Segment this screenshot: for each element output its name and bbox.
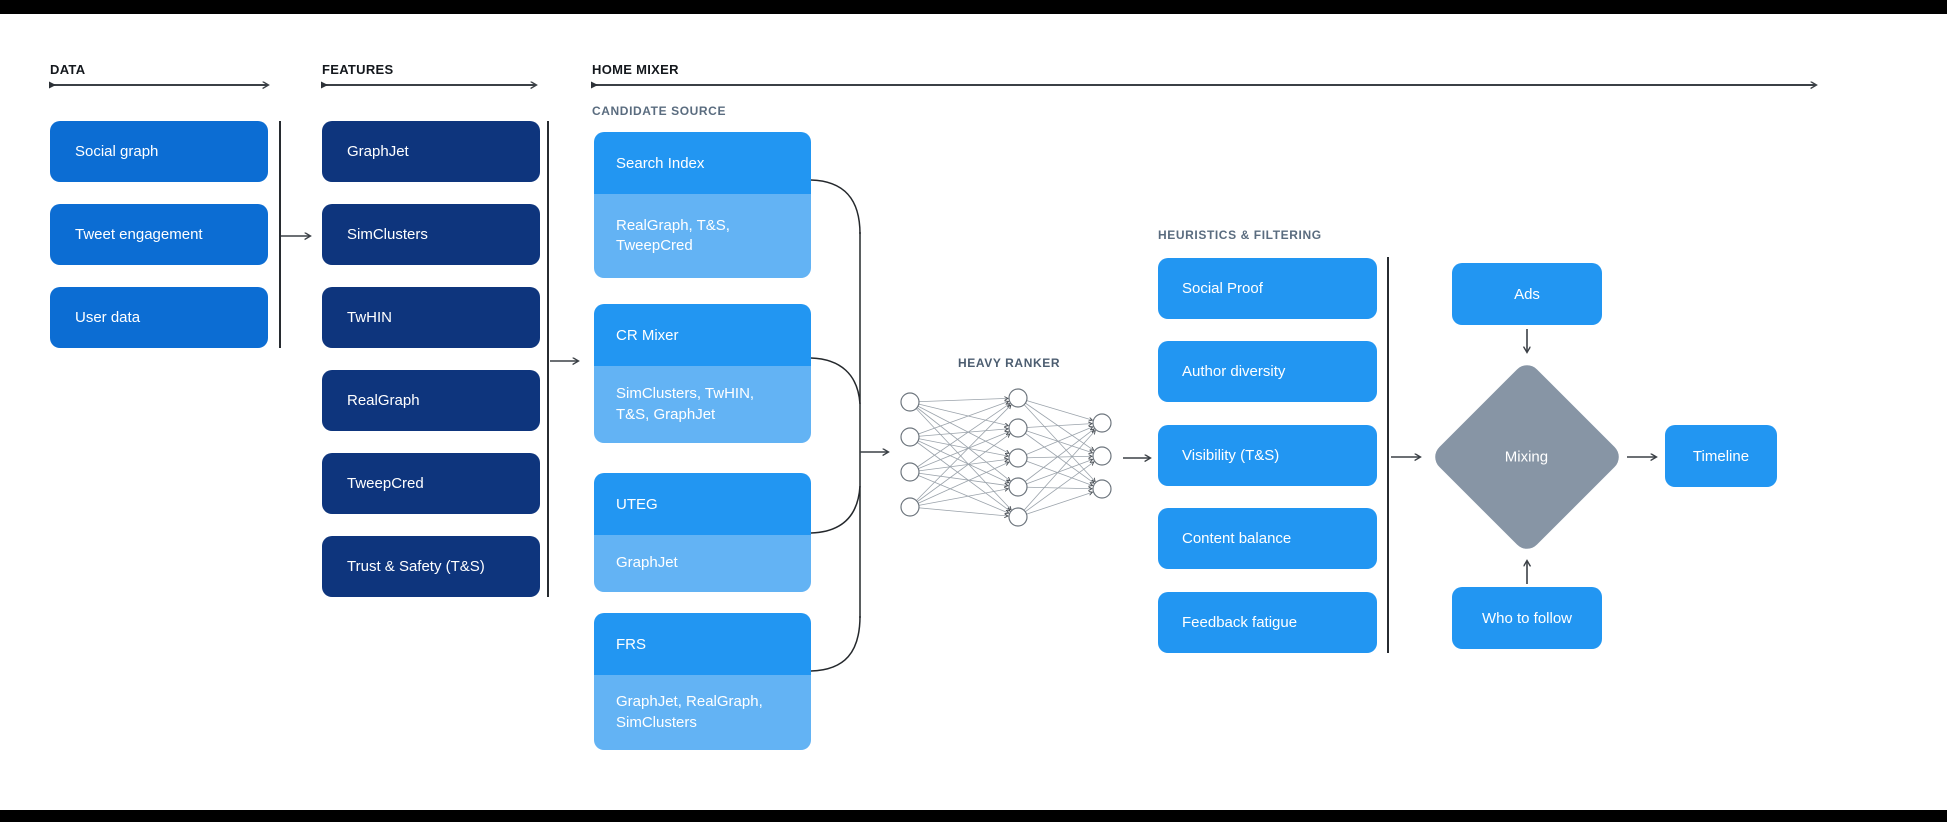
who-to-follow-box: Who to follow xyxy=(1452,587,1602,649)
candidate-inputs: RealGraph, T&S, TweepCred xyxy=(594,194,811,278)
candidate-box-uteg: UTEG GraphJet xyxy=(594,473,811,592)
data-box-user-data: User data xyxy=(50,287,268,348)
mixing-label: Mixing xyxy=(1505,448,1549,466)
heuristics-label: HEURISTICS & FILTERING xyxy=(1158,228,1322,242)
candidate-title: FRS xyxy=(594,613,811,675)
heavy-ranker-network xyxy=(900,388,1112,527)
candidate-inputs: SimClusters, TwHIN, T&S, GraphJet xyxy=(594,366,811,443)
bottom-letterbox-bar xyxy=(0,810,1947,822)
feature-box-graphjet: GraphJet xyxy=(322,121,540,182)
candidate-box-cr-mixer: CR Mixer SimClusters, TwHIN, T&S, GraphJ… xyxy=(594,304,811,443)
candidate-box-search-index: Search Index RealGraph, T&S, TweepCred xyxy=(594,132,811,278)
feature-box-trust-safety: Trust & Safety (T&S) xyxy=(322,536,540,597)
features-section-label: FEATURES xyxy=(322,62,394,77)
feature-box-simclusters: SimClusters xyxy=(322,204,540,265)
candidate-source-label: CANDIDATE SOURCE xyxy=(592,104,727,118)
timeline-box: Timeline xyxy=(1665,425,1777,487)
candidate-merge-bracket xyxy=(810,179,861,672)
data-section-label: DATA xyxy=(50,62,86,77)
candidate-title: UTEG xyxy=(594,473,811,535)
data-box-social-graph: Social graph xyxy=(50,121,268,182)
ads-box: Ads xyxy=(1452,263,1602,325)
heuristic-box-visibility: Visibility (T&S) xyxy=(1158,425,1377,486)
data-box-tweet-engagement: Tweet engagement xyxy=(50,204,268,265)
home-mixer-section-label: HOME MIXER xyxy=(592,62,679,77)
heavy-ranker-label: HEAVY RANKER xyxy=(958,356,1061,370)
heuristic-box-content-balance: Content balance xyxy=(1158,508,1377,569)
feature-box-twhin: TwHIN xyxy=(322,287,540,348)
candidate-title: CR Mixer xyxy=(594,304,811,366)
top-letterbox-bar xyxy=(0,0,1947,14)
heuristic-box-feedback-fatigue: Feedback fatigue xyxy=(1158,592,1377,653)
candidate-inputs: GraphJet xyxy=(594,535,811,592)
candidate-box-frs: FRS GraphJet, RealGraph, SimClusters xyxy=(594,613,811,750)
candidate-inputs: GraphJet, RealGraph, SimClusters xyxy=(594,675,811,750)
heuristic-box-author-diversity: Author diversity xyxy=(1158,341,1377,402)
feature-box-realgraph: RealGraph xyxy=(322,370,540,431)
feature-box-tweepcred: TweepCred xyxy=(322,453,540,514)
heuristic-box-social-proof: Social Proof xyxy=(1158,258,1377,319)
candidate-title: Search Index xyxy=(594,132,811,194)
